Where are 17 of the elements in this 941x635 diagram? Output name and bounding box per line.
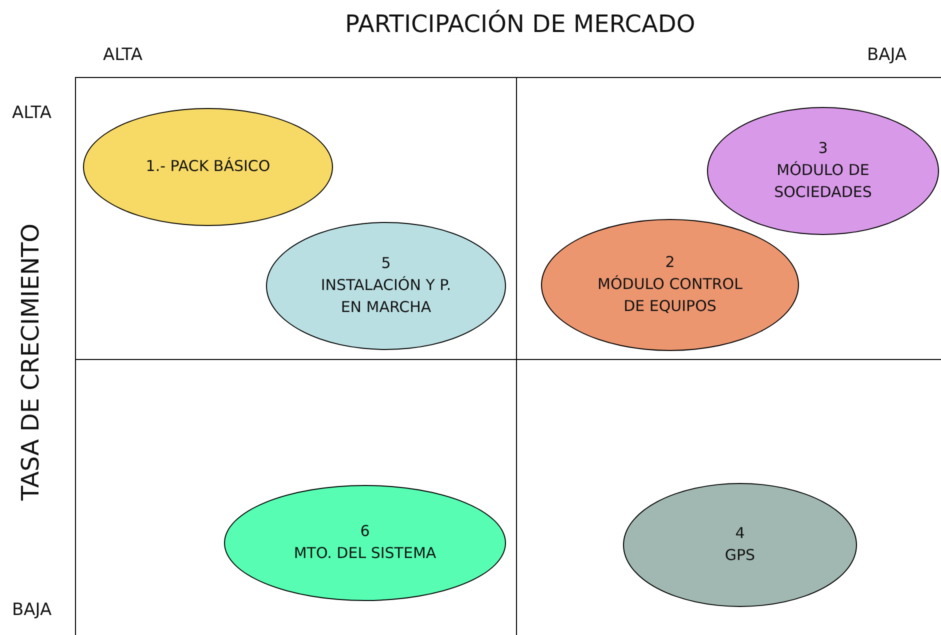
axis-title: TASA DE CRECIMIENTO (16, 223, 44, 501)
axis-title: PARTICIPACIÓN DE MERCADO (345, 10, 696, 38)
product-label: MÓDULO CONTROL DE EQUIPOS (596, 274, 744, 317)
product-label: INSTALACIÓN Y P. EN MARCHA (320, 275, 452, 318)
product-label: MTO. DEL SISTEMA (294, 543, 436, 564)
axis-level-label: ALTA (12, 103, 52, 123)
axis-level-label: BAJA (867, 45, 907, 65)
product-label: 1.- PACK BÁSICO (146, 156, 270, 178)
product-label: GPS (724, 545, 756, 566)
product-number: 6 (360, 521, 370, 542)
product-number: 4 (735, 523, 745, 544)
axis-level-label: ALTA (103, 45, 142, 65)
product-label: MÓDULO DE SOCIEDADES (773, 160, 873, 203)
product-number: 5 (381, 253, 391, 274)
axis-level-label: BAJA (12, 600, 52, 620)
product-number: 3 (818, 138, 828, 160)
product-number: 2 (665, 252, 675, 274)
